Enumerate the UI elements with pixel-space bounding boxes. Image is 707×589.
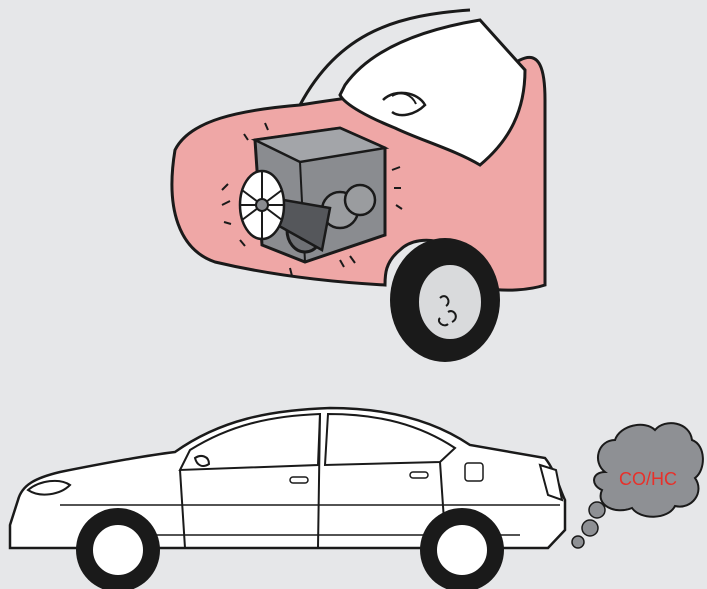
front-wheel [390, 238, 500, 362]
engine-fan-icon [240, 171, 284, 239]
sedan-rear-wheel [420, 508, 504, 589]
fuel-cap [465, 463, 483, 481]
engine-bay-illustration [172, 10, 545, 362]
rear-window [325, 414, 455, 465]
sedan-illustration [10, 408, 565, 589]
door-handle-front [290, 477, 308, 483]
sedan-front-wheel [76, 508, 160, 589]
emission-label: CO/HC [598, 468, 698, 490]
door-handle-rear [410, 472, 428, 478]
